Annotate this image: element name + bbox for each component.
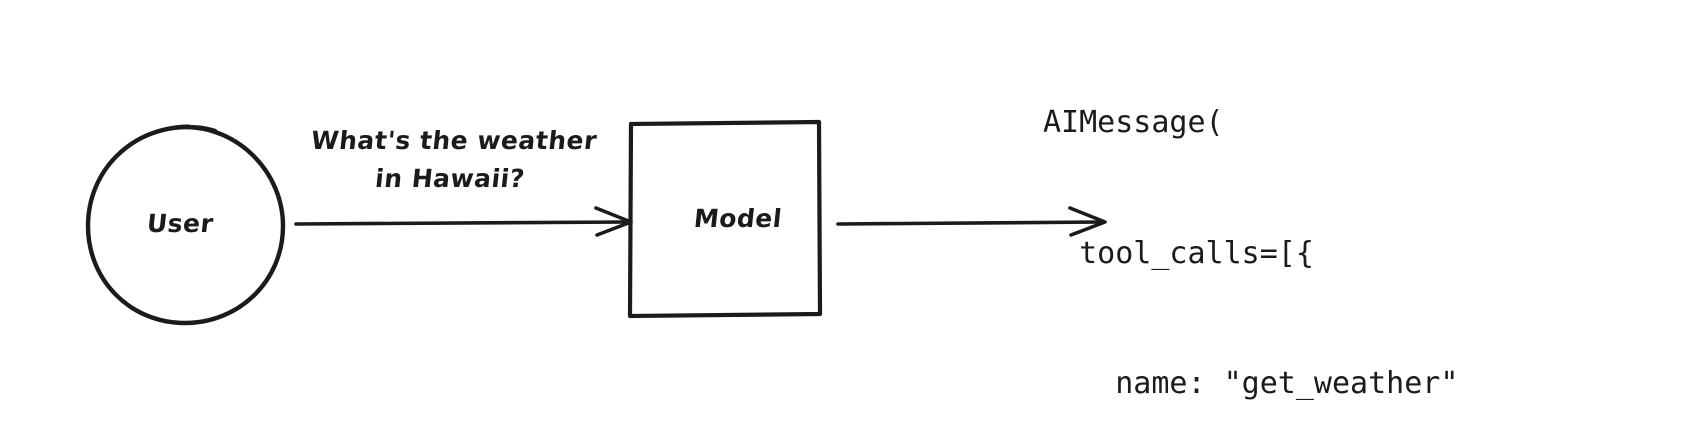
edge-model-to-output-arrow[interactable] bbox=[836, 206, 1107, 237]
code-line: AIMessage( bbox=[1043, 105, 1224, 140]
ai-message-code-block: AIMessage( tool_calls=[{ name: "get_weat… bbox=[1043, 14, 1495, 432]
code-line: tool_calls=[{ bbox=[1043, 235, 1314, 271]
node-user-shape[interactable] bbox=[85, 124, 286, 326]
edge-user-to-model-arrow[interactable] bbox=[294, 206, 633, 237]
edge-label-line-2: in Hawaii? bbox=[373, 164, 527, 193]
edge-label-line-1: What's the weather bbox=[309, 126, 599, 155]
edge-user-to-model-label: What's the weather in Hawaii? bbox=[292, 122, 612, 198]
node-model-label: Model bbox=[692, 204, 784, 233]
node-model-shape[interactable] bbox=[627, 119, 823, 319]
code-line: name: "get_weather" bbox=[1043, 366, 1459, 401]
node-user-label: User bbox=[145, 209, 215, 238]
